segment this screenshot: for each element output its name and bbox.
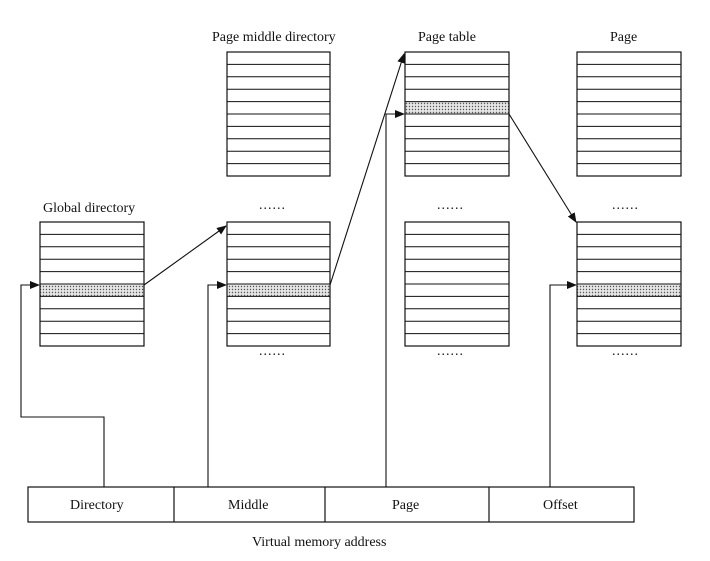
page-middle-directory-bottom: [226, 221, 331, 347]
page-label: Page: [610, 30, 638, 45]
ellipsis-pagetable-bottom: ......: [437, 344, 464, 359]
virtual-address-bar: [27, 486, 635, 523]
selected-entry: [577, 284, 681, 297]
ellipsis-middle-bottom: ......: [259, 344, 286, 359]
global-to-middle-arrow: [143, 225, 227, 286]
page-middle-directory-label: Page middle directory: [212, 30, 336, 45]
address-field-offset: Offset: [543, 498, 578, 513]
global-directory-table: [39, 221, 145, 347]
address-field-directory: Directory: [70, 498, 124, 513]
page-top: [576, 51, 682, 177]
pagetable-to-page-arrow: [508, 113, 577, 223]
address-field-middle: Middle: [228, 498, 269, 513]
selected-entry: [40, 284, 144, 297]
page-index-arrow: [385, 110, 405, 487]
page-table-top: [404, 51, 510, 177]
offset-arrow: [549, 281, 577, 487]
middle-index-arrow: [207, 281, 227, 487]
ellipsis-middle-top: ......: [259, 198, 286, 213]
page-middle-directory-top: [226, 51, 331, 177]
selected-entry: [227, 284, 330, 297]
page-table-bottom: [404, 221, 510, 347]
middle-to-pagetable-arrow: [329, 53, 406, 286]
ellipsis-page-bottom: ......: [612, 344, 639, 359]
ellipsis-page-top: ......: [612, 198, 639, 213]
directory-index-arrow: [20, 281, 105, 487]
ellipsis-pagetable-top: ......: [437, 198, 464, 213]
address-field-page: Page: [392, 498, 420, 513]
global-directory-label: Global directory: [43, 201, 136, 216]
selected-entry: [405, 101, 509, 114]
virtual-memory-address-caption: Virtual memory address: [252, 535, 387, 550]
page-bottom: [576, 221, 682, 347]
page-table-label: Page table: [418, 30, 476, 45]
